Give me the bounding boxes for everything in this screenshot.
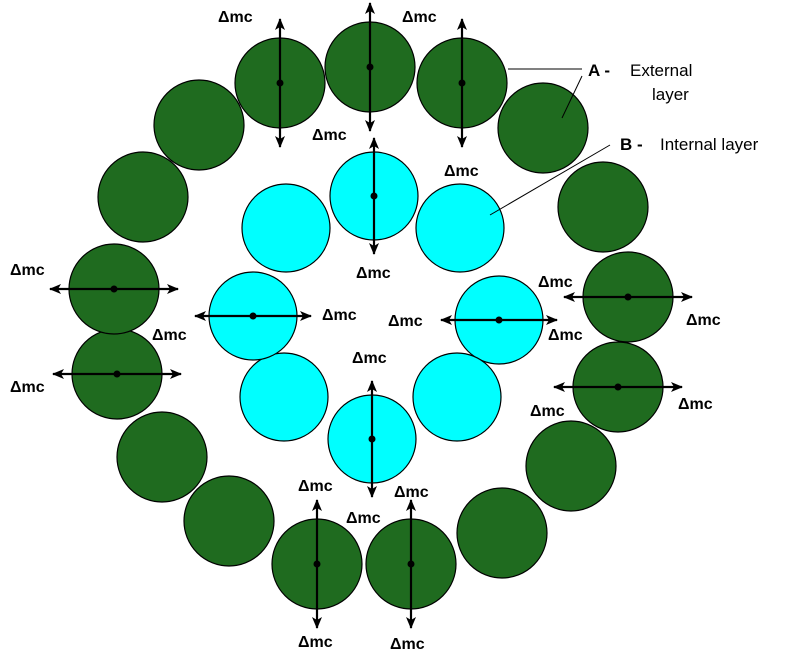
delta-mc-label: Δmc — [152, 327, 187, 344]
leader-line-a-b — [561, 75, 583, 119]
center-dot — [370, 192, 378, 200]
internal-layer-circle — [241, 183, 331, 273]
external-layer-circle — [525, 420, 617, 512]
center-dot — [276, 79, 284, 87]
delta-mc-label: Δmc — [548, 327, 583, 344]
center-dot — [407, 560, 415, 568]
delta-mc-label: Δmc — [678, 396, 713, 413]
delta-mc-label: Δmc — [388, 313, 423, 330]
delta-mc-label: Δmc — [10, 262, 45, 279]
delta-mc-label: Δmc — [402, 9, 437, 26]
delta-mc-label: Δmc — [352, 350, 387, 367]
internal-layer-circle — [239, 352, 329, 442]
legend-b-text: Internal layer — [660, 135, 759, 154]
delta-mc-label: Δmc — [312, 127, 347, 144]
external-layer-circle — [97, 151, 189, 243]
delta-mc-label: Δmc — [10, 379, 45, 396]
center-dot — [495, 316, 503, 324]
circles-group — [68, 21, 674, 610]
center-dot — [366, 63, 374, 71]
delta-mc-label: Δmc — [298, 478, 333, 495]
leader-line-b — [489, 144, 611, 216]
center-dot — [313, 560, 321, 568]
delta-mc-label: Δmc — [394, 484, 429, 501]
center-dot — [368, 435, 376, 443]
arrows-group — [49, 2, 693, 629]
delta-mc-label: Δmc — [322, 307, 357, 324]
center-dot — [110, 285, 118, 293]
external-layer-circle — [456, 487, 548, 579]
delta-mc-label: Δmc — [538, 274, 573, 291]
delta-mc-label: Δmc — [390, 636, 425, 653]
center-dot — [458, 79, 466, 87]
delta-mc-label: Δmc — [356, 265, 391, 282]
legend-a-letter: A - — [588, 61, 610, 80]
center-dot — [249, 312, 257, 320]
external-layer-circle — [557, 161, 649, 253]
external-layer-circle — [153, 79, 245, 171]
legend-b-letter: B - — [620, 135, 643, 154]
delta-mc-label: Δmc — [346, 510, 381, 527]
internal-layer-circle — [412, 352, 502, 442]
delta-mc-label: Δmc — [298, 634, 333, 651]
delta-mc-label: Δmc — [444, 163, 479, 180]
center-dot — [113, 370, 121, 378]
external-layer-circle — [497, 82, 589, 174]
delta-mc-label: Δmc — [686, 312, 721, 329]
internal-layer-circle — [415, 183, 505, 273]
legend-a-line1: External — [630, 61, 692, 80]
legend-a-line2: layer — [652, 85, 689, 104]
delta-mc-label: Δmc — [530, 403, 565, 420]
center-dot — [614, 383, 622, 391]
external-layer-circle — [116, 411, 208, 503]
center-dot — [624, 293, 632, 301]
external-layer-circle — [183, 475, 275, 567]
delta-mc-label: Δmc — [218, 9, 253, 26]
